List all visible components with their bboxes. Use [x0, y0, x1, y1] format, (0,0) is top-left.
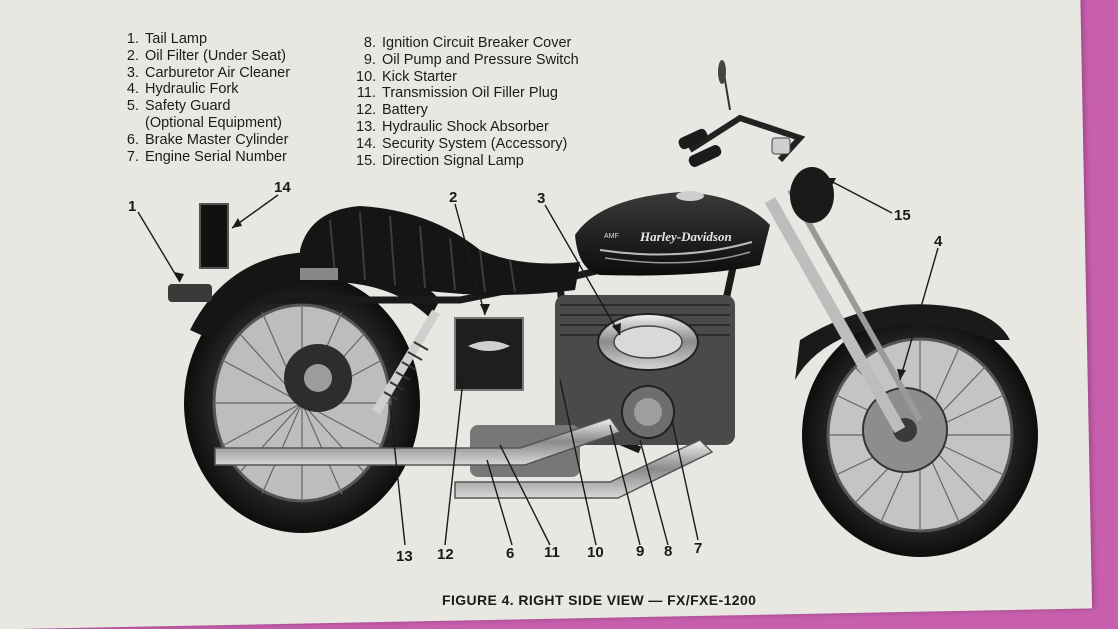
- callout-11: 11: [544, 544, 560, 561]
- callout-13: 13: [396, 548, 413, 565]
- seat: [300, 206, 580, 295]
- callout-14: 14: [274, 179, 291, 196]
- legend-item-4: 4.Hydraulic Fork: [126, 81, 239, 98]
- legend-item-1: 1.Tail Lamp: [126, 31, 208, 47]
- front-wheel: [802, 313, 1038, 557]
- tank-badge: AMF: [604, 233, 619, 240]
- callout-1: 1: [128, 198, 136, 215]
- turn-signal: [771, 137, 791, 155]
- legend-item-8: 8.Ignition Circuit Breaker Cover: [363, 35, 572, 51]
- callout-10: 10: [587, 544, 604, 561]
- callout-2: 2: [449, 189, 457, 206]
- figure-caption: FIGURE 4. RIGHT SIDE VIEW — FX/FXE-1200: [442, 592, 757, 608]
- legend-item-15: 15.Direction Signal Lamp: [356, 152, 524, 169]
- headlight: [790, 167, 834, 223]
- callout-3: 3: [537, 190, 545, 207]
- legend-item-9: 9.Oil Pump and Pressure Switch: [363, 51, 579, 68]
- fuel-tank: [575, 192, 770, 276]
- legend-item-6: 6.Brake Master Cylinder: [126, 131, 289, 148]
- callout-8: 8: [664, 543, 672, 560]
- front-fork: [764, 188, 923, 433]
- legend-item-13: 13.Hydraulic Shock Absorber: [356, 118, 549, 135]
- callout-7: 7: [694, 540, 702, 557]
- legend-item-11: 11.Transmission Oil Filler Plug: [356, 85, 558, 102]
- callout-15: 15: [894, 207, 911, 224]
- legend-right: 8.Ignition Circuit Breaker Cover 9.Oil P…: [356, 35, 579, 169]
- callout-12: 12: [437, 546, 454, 563]
- tail-lamp: [168, 284, 212, 302]
- front-fender: [795, 304, 1010, 380]
- security-system-box: [199, 203, 229, 269]
- mirror: [718, 60, 726, 84]
- callout-9: 9: [636, 543, 644, 560]
- legend-item-7: 7.Engine Serial Number: [126, 148, 287, 165]
- leader-arrowheads: [174, 178, 906, 380]
- callout-6: 6: [506, 545, 514, 562]
- legend-item-5-note: (Optional Equipment): [145, 114, 283, 131]
- rear-reflector: [300, 268, 338, 280]
- exhaust-upper: [214, 417, 622, 466]
- legend-item-5: 5.Safety Guard: [126, 98, 231, 115]
- legend-item-10: 10.Kick Starter: [356, 68, 457, 85]
- tank-logo: Harley-Davidson: [639, 229, 732, 244]
- legend-left: 1.Tail Lamp 2.Oil Filter (Under Seat) 3.…: [117, 31, 290, 165]
- legend-item-3: 3.Carburetor Air Cleaner: [126, 64, 291, 81]
- battery-cover: [454, 317, 524, 391]
- legend-item-2: 2.Oil Filter (Under Seat): [126, 47, 287, 64]
- callout-4: 4: [934, 233, 943, 250]
- legend-item-14: 14.Security System (Accessory): [356, 135, 568, 152]
- shock-absorber: [372, 309, 440, 415]
- legend-item-12: 12.Battery: [356, 102, 428, 119]
- leader-lines: [137, 177, 939, 546]
